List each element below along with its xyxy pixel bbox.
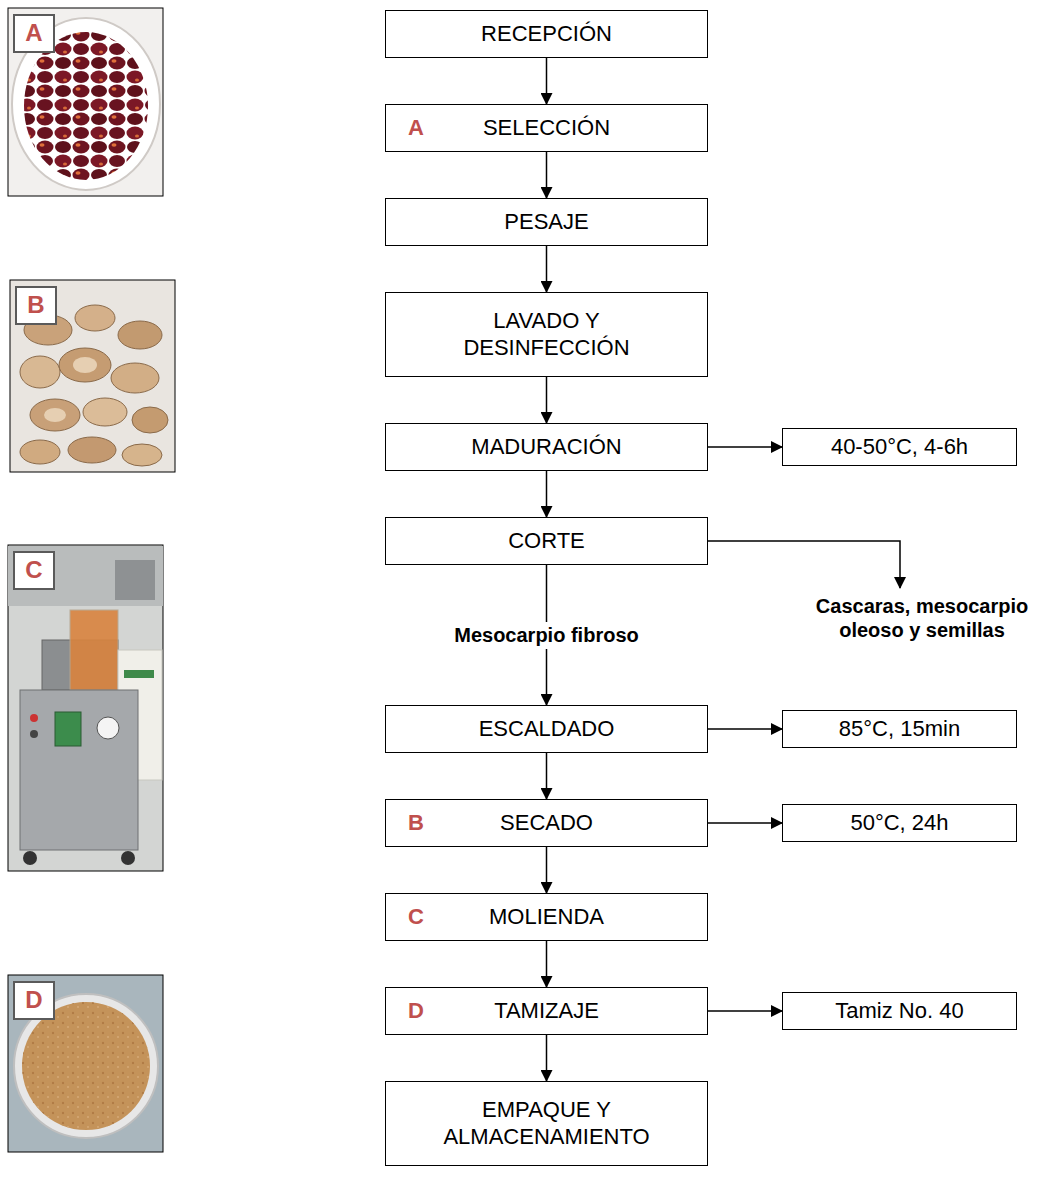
byproduct-leader [708, 541, 900, 588]
illustration-part [30, 730, 38, 738]
edge-label: Mesocarpio fibroso [450, 622, 642, 649]
flow-arrow [708, 822, 782, 824]
illustration-part [23, 851, 37, 865]
illustration-part [111, 363, 159, 393]
illustration-part [70, 610, 118, 690]
illustration-part [10, 280, 175, 472]
illustration-part [8, 975, 163, 1152]
photo-tag: A [13, 14, 54, 53]
flow-arrow [546, 246, 548, 292]
step-label: PESAJE [504, 209, 588, 235]
illustration-part [118, 321, 162, 349]
illustration-part [124, 670, 154, 678]
condition-box: 40-50°C, 4-6h [782, 428, 1017, 466]
illustration-part [8, 545, 163, 871]
photo-reference: A [408, 115, 424, 141]
process-box: EMPAQUE Y ALMACENAMIENTO [385, 1081, 708, 1166]
photo-powder [8, 975, 163, 1152]
illustration-part [12, 18, 160, 190]
condition-box: 85°C, 15min [782, 710, 1017, 748]
illustration-part [22, 1002, 150, 1130]
process-box: PESAJE [385, 198, 708, 246]
step-label: EMPAQUE Y ALMACENAMIENTO [427, 1097, 667, 1150]
illustration-part [30, 399, 80, 431]
illustration-part [20, 356, 60, 388]
illustration-part [75, 305, 115, 331]
step-label: TAMIZAJE [494, 998, 599, 1024]
photo-letter: D [25, 986, 42, 1015]
photo-letter: A [25, 19, 42, 48]
photo-berries [8, 8, 163, 196]
illustration-part [24, 32, 148, 180]
process-box: MADURACIÓN [385, 423, 708, 471]
step-label: MADURACIÓN [471, 434, 621, 460]
photo-reference: C [408, 904, 424, 930]
step-label: 85°C, 15min [839, 716, 960, 742]
photo-mill [8, 545, 163, 871]
flow-arrow [546, 941, 548, 987]
flow-arrow [546, 377, 548, 423]
illustration-part [115, 560, 155, 600]
illustration-part [22, 1002, 150, 1130]
illustration-part [73, 357, 97, 373]
step-label: 50°C, 24h [850, 810, 948, 836]
flow-arrow [708, 446, 782, 448]
illustration-part [121, 851, 135, 865]
step-label: RECEPCIÓN [481, 21, 612, 47]
process-box: RECEPCIÓN [385, 10, 708, 58]
step-label: MOLIENDA [489, 904, 604, 930]
illustration-part [30, 714, 38, 722]
byproduct-label: Cascaras, mesocarpio oleoso y semillas [806, 594, 1038, 642]
condition-box: 50°C, 24h [782, 804, 1017, 842]
flow-arrow [708, 1010, 782, 1012]
illustration-part [8, 546, 163, 606]
photo-tag: B [15, 286, 56, 325]
photo-letter: C [25, 556, 42, 585]
step-label: CORTE [508, 528, 585, 554]
illustration-part [132, 407, 168, 433]
photo-letter: B [27, 291, 44, 320]
step-label: LAVADO Y DESINFECCIÓN [437, 308, 657, 361]
illustration-part [68, 437, 116, 463]
process-box: A SELECCIÓN [385, 104, 708, 152]
condition-box: Tamiz No. 40 [782, 992, 1017, 1030]
process-box: C MOLIENDA [385, 893, 708, 941]
illustration-part [59, 348, 111, 382]
process-box: ESCALDADO [385, 705, 708, 753]
process-box: LAVADO Y DESINFECCIÓN [385, 292, 708, 377]
process-box: CORTE [385, 517, 708, 565]
step-label: Tamiz No. 40 [835, 998, 963, 1024]
illustration-part [122, 444, 162, 466]
step-label: SELECCIÓN [483, 115, 610, 141]
flow-arrow [546, 152, 548, 198]
flow-arrow [546, 58, 548, 104]
illustration-part [44, 408, 66, 422]
flow-arrow [546, 1035, 548, 1081]
illustration-part [55, 712, 81, 746]
photo-reference: D [408, 998, 424, 1024]
flow-arrow [546, 471, 548, 517]
step-label: SECADO [500, 810, 593, 836]
process-box: D TAMIZAJE [385, 987, 708, 1035]
process-box: B SECADO [385, 799, 708, 847]
step-label: ESCALDADO [479, 716, 615, 742]
photo-tag: D [13, 981, 54, 1020]
illustration-part [8, 8, 163, 196]
flow-arrow [546, 753, 548, 799]
illustration-part [83, 398, 127, 426]
illustration-part [97, 717, 119, 739]
photo-reference: B [408, 810, 424, 836]
photo-shells [10, 280, 175, 472]
illustration-part [20, 440, 60, 464]
illustration-part [20, 690, 138, 850]
flow-arrow [708, 728, 782, 730]
flow-arrow [546, 847, 548, 893]
step-label: 40-50°C, 4-6h [831, 434, 968, 460]
photo-tag: C [13, 551, 54, 590]
